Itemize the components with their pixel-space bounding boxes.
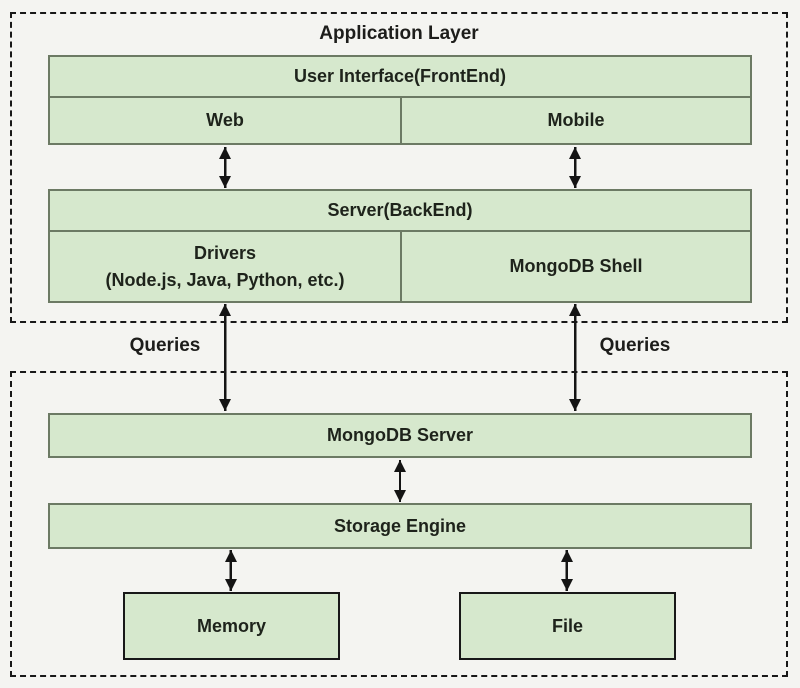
- queries-label-left: Queries: [129, 335, 201, 356]
- arrow-queries-right: [568, 304, 582, 411]
- arrow-mobile-backend: [568, 147, 582, 188]
- backend-table: Server(BackEnd) Drivers (Node.js, Java, …: [48, 189, 752, 303]
- frontend-cell-web: Web: [206, 110, 244, 131]
- arrow-server-storage: [393, 460, 407, 502]
- application-layer-title: Application Layer: [319, 23, 479, 44]
- memory-box: Memory: [123, 592, 340, 660]
- application-layer-container: [10, 12, 788, 323]
- queries-label-right: Queries: [599, 335, 671, 356]
- storage-engine-bar: Storage Engine: [48, 503, 752, 549]
- drivers-label-line2: (Node.js, Java, Python, etc.): [105, 269, 345, 290]
- backend-cell-drivers: Drivers (Node.js, Java, Python, etc.): [50, 232, 400, 301]
- arrow-storage-file: [560, 550, 574, 591]
- frontend-cell-mobile: Mobile: [400, 98, 750, 143]
- drivers-label-line1: Drivers: [193, 243, 257, 264]
- database-layer-container: [10, 371, 788, 677]
- backend-header: Server(BackEnd): [50, 191, 750, 232]
- arrow-web-backend: [218, 147, 232, 188]
- arrow-storage-memory: [224, 550, 238, 591]
- arrow-queries-left: [218, 304, 232, 411]
- backend-cell-mongodb-shell: MongoDB Shell: [400, 232, 750, 301]
- mongodb-server-bar: MongoDB Server: [48, 413, 752, 458]
- file-box: File: [459, 592, 676, 660]
- frontend-header: User Interface(FrontEnd): [50, 57, 750, 98]
- frontend-table: User Interface(FrontEnd) Web Mobile: [48, 55, 752, 145]
